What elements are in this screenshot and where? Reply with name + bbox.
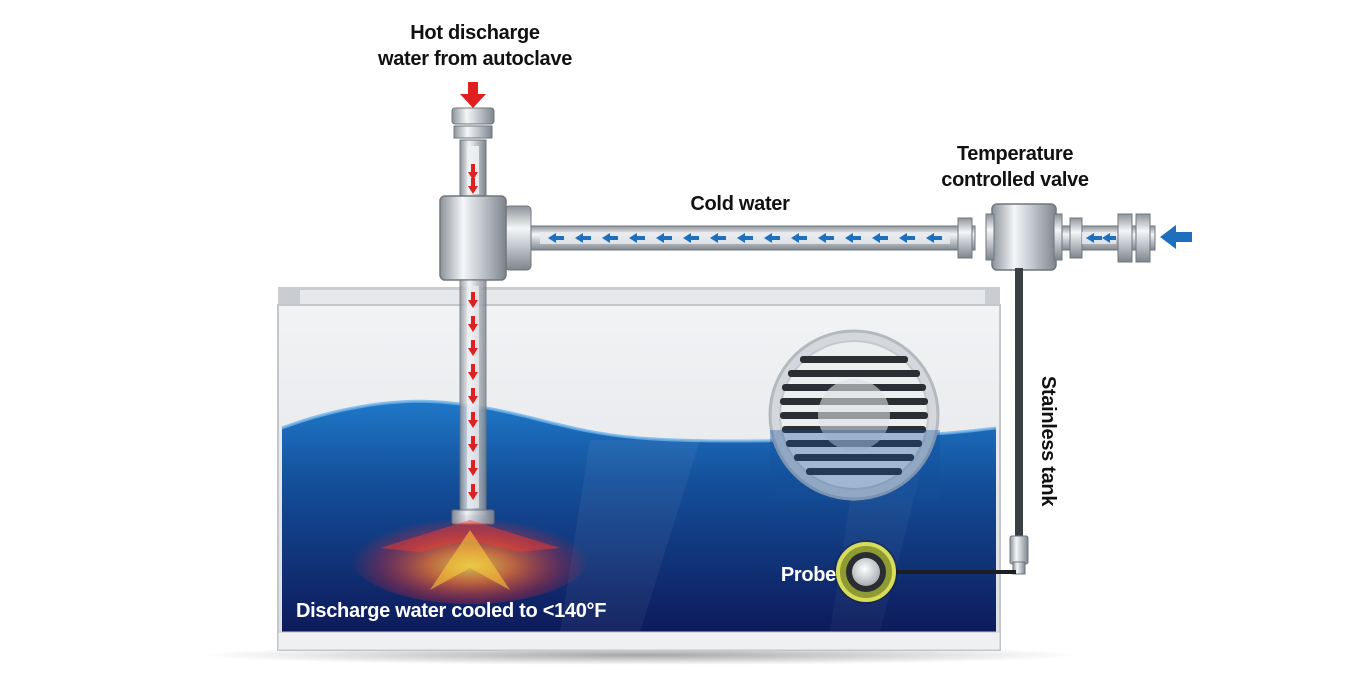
probe-sensor-icon <box>834 540 898 604</box>
blue-left-arrow-icon <box>1160 225 1192 249</box>
red-down-arrow-icon <box>460 82 486 108</box>
discharge-cooled-label: Discharge water cooled to <140°F <box>296 598 656 624</box>
hot-discharge-label: Hot discharge water from autoclave <box>330 20 620 72</box>
probe-label: Probe <box>756 562 836 588</box>
temperature-valve-label-line2: controlled valve <box>900 167 1130 193</box>
cold-water-label: Cold water <box>640 191 840 217</box>
temperature-valve-label-line1: Temperature <box>900 141 1130 167</box>
heat-plume <box>350 508 590 604</box>
hot-discharge-label-line1: Hot discharge <box>330 20 620 46</box>
temperature-valve-label: Temperature controlled valve <box>900 141 1130 193</box>
hot-discharge-label-line2: water from autoclave <box>330 46 620 72</box>
stainless-tank-label: Stainless tank <box>1035 356 1061 526</box>
temperature-controlled-valve <box>986 204 1062 270</box>
round-vent-icon <box>770 331 940 500</box>
